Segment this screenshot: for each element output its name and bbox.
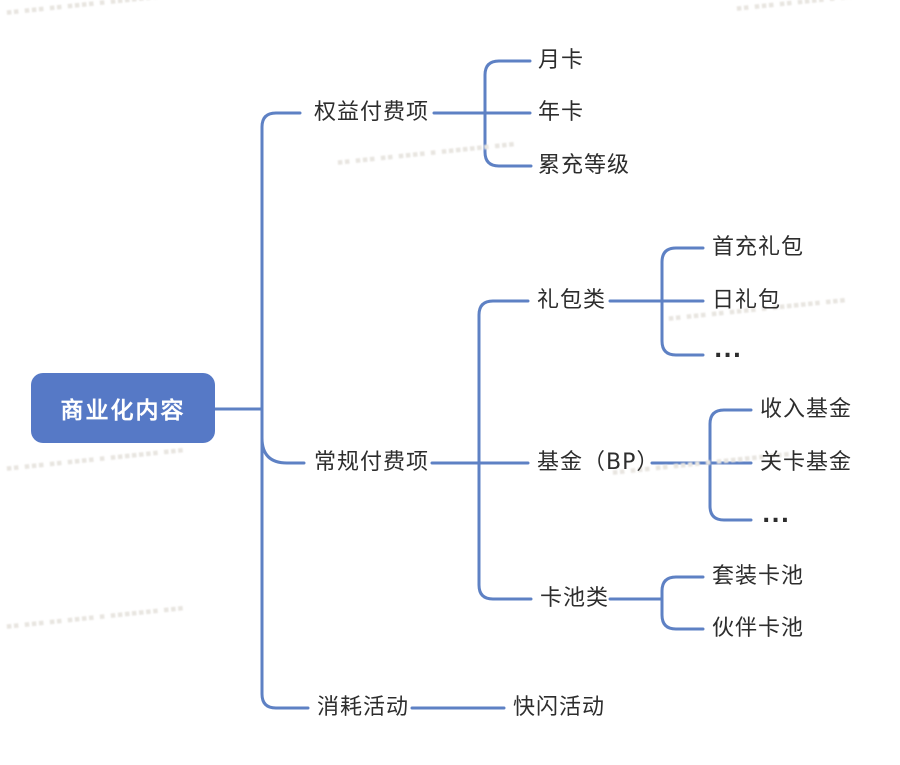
- branch-consumption-activity[interactable]: 消耗活动: [317, 695, 410, 720]
- node-gift-pack-category[interactable]: 礼包类: [537, 288, 607, 313]
- node-monthly-card[interactable]: 月卡: [538, 48, 585, 73]
- node-card-pool-category[interactable]: 卡池类: [540, 586, 610, 611]
- node-giftpack-ellipsis[interactable]: ...: [714, 338, 743, 363]
- node-daily-pack[interactable]: 日礼包: [712, 288, 782, 313]
- node-cumulative-recharge-level[interactable]: 累充等级: [538, 153, 631, 178]
- node-partner-card-pool[interactable]: 伙伴卡池: [712, 616, 805, 641]
- branch-regular-paid-items[interactable]: 常规付费项: [314, 450, 430, 475]
- watermark: ▪▪ ▪▪▪ ▪▪ ▪▪▪▪ ▪ ▪▪▪▪▪▪▪ ▪▪▪: [5, 445, 185, 474]
- watermark: ▪▪ ▪▪▪ ▪▪ ▪▪▪▪ ▪ ▪▪▪▪▪▪▪ ▪▪▪: [5, 0, 185, 18]
- watermark: ▪▪ ▪▪▪ ▪▪ ▪▪▪▪ ▪ ▪▪▪▪▪▪▪ ▪▪▪: [735, 0, 900, 14]
- branch-rights-paid-items[interactable]: 权益付费项: [314, 100, 430, 125]
- link-giftpack-trunk: [660, 246, 705, 357]
- node-level-fund[interactable]: 关卡基金: [760, 450, 853, 475]
- node-set-card-pool[interactable]: 套装卡池: [712, 564, 805, 589]
- node-flash-activity[interactable]: 快闪活动: [513, 695, 606, 720]
- node-annual-card[interactable]: 年卡: [538, 100, 585, 125]
- node-fund-bp[interactable]: 基金（BP）: [537, 450, 660, 475]
- link-branch2-trunk: [477, 299, 533, 601]
- watermark: ▪▪ ▪▪▪ ▪▪ ▪▪▪▪ ▪ ▪▪▪▪▪▪▪ ▪▪▪: [336, 139, 516, 168]
- watermark: ▪▪ ▪▪▪ ▪▪ ▪▪▪▪ ▪ ▪▪▪▪▪▪▪ ▪▪▪: [5, 603, 185, 632]
- link-cardpool-trunk: [660, 575, 705, 631]
- node-income-fund[interactable]: 收入基金: [760, 397, 853, 422]
- node-first-recharge-pack[interactable]: 首充礼包: [712, 235, 805, 260]
- link-main-trunk: [260, 111, 310, 710]
- node-fund-ellipsis[interactable]: ...: [762, 503, 791, 528]
- root-node-commercialization[interactable]: 商业化内容: [31, 373, 215, 443]
- link-branch2-elbow: [260, 436, 306, 465]
